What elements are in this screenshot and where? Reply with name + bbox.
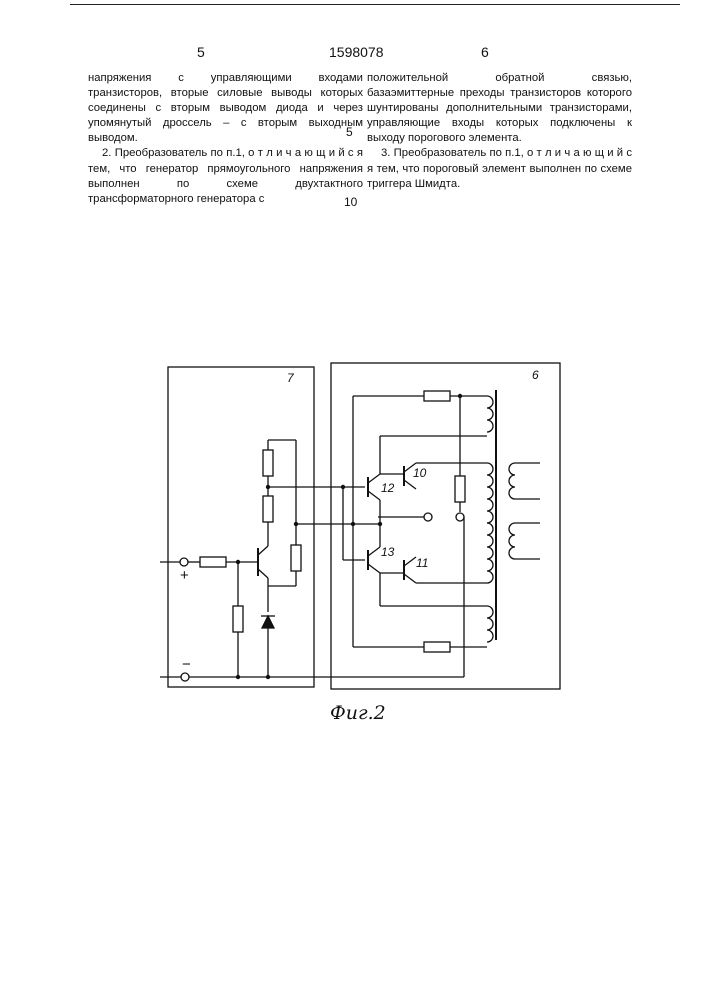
- transistor-12-label: 12: [381, 481, 395, 495]
- pullup-resistor: [263, 450, 273, 476]
- figure-caption: Фиг.2: [330, 702, 386, 724]
- winding-primary-top: [487, 463, 493, 523]
- winding-primary-bottom: [487, 523, 493, 583]
- winding-feedback-bottom: [487, 606, 493, 642]
- plus-terminal: [180, 558, 188, 566]
- collector-resistor: [263, 496, 273, 522]
- block-7-label: 7: [287, 371, 295, 385]
- minus-terminal: [181, 673, 189, 681]
- winding-feedback-top: [487, 396, 493, 432]
- transistor-13-label: 13: [381, 545, 395, 559]
- feedback-resistor-top: [424, 391, 450, 401]
- block-6-frame: [331, 363, 560, 689]
- bias-resistor: [455, 476, 465, 502]
- block-6-label: 6: [532, 368, 539, 382]
- feedback-resistor-bottom: [424, 642, 450, 652]
- winding-output-2: [509, 523, 515, 559]
- transistor-10-label: 10: [413, 466, 427, 480]
- input-resistor: [200, 557, 226, 567]
- divider-resistor: [233, 606, 243, 632]
- emitter-resistor: [291, 545, 301, 571]
- winding-output-1: [509, 463, 515, 499]
- minus-label: −: [182, 656, 191, 673]
- block-7-frame: [168, 367, 314, 687]
- transistor-11-label: 11: [416, 556, 428, 570]
- plus-label: +: [180, 567, 189, 584]
